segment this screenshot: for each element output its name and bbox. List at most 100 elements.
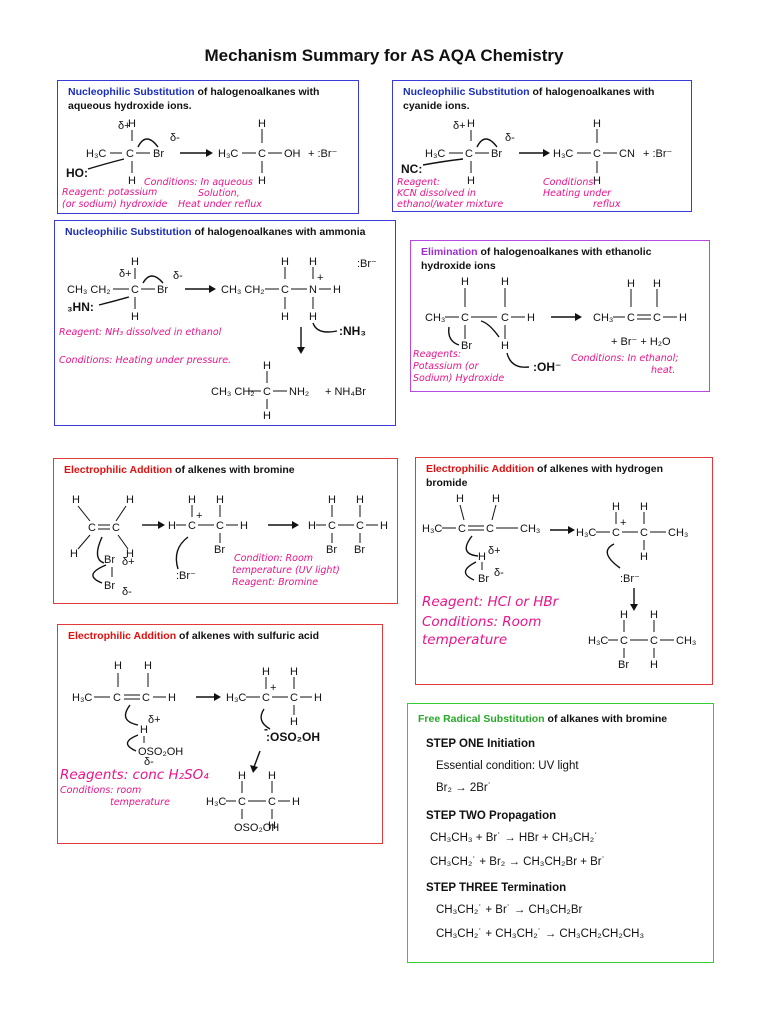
svg-text:C: C xyxy=(593,148,601,160)
svg-text:heat.: heat. xyxy=(651,365,675,376)
svg-text:+ NH₄Br: + NH₄Br xyxy=(325,386,366,398)
svg-text:H: H xyxy=(168,520,176,532)
svg-text:Reagent: HCl or HBr: Reagent: HCl or HBr xyxy=(422,594,560,610)
svg-text:Conditions: room: Conditions: room xyxy=(60,785,141,796)
svg-text:CH₃: CH₃ xyxy=(676,635,696,647)
svg-text:H₃C: H₃C xyxy=(553,148,573,160)
svg-text:H: H xyxy=(290,666,298,678)
box-title: Nucleophilic Substitution of halogenoalk… xyxy=(403,86,655,112)
svg-text:H: H xyxy=(314,692,322,704)
svg-text:Reagent: NH₃ dissolved in etha: Reagent: NH₃ dissolved in ethanol xyxy=(59,327,222,338)
svg-text:Reagent: Bromine: Reagent: Bromine xyxy=(232,577,318,588)
svg-text:C: C xyxy=(627,312,635,324)
svg-text:+: + xyxy=(317,272,323,284)
svg-text:+: + xyxy=(620,517,626,529)
box-title: Free Radical Substitution of alkanes wit… xyxy=(418,713,668,725)
svg-text:C: C xyxy=(640,527,648,539)
svg-text:δ-: δ- xyxy=(122,586,132,598)
mechanism-diagram: δ+ δ- H H₃C C Br H NC: H₃C C H H CN + :B… xyxy=(397,118,673,210)
svg-text:H: H xyxy=(72,494,80,506)
svg-text:C: C xyxy=(501,312,509,324)
svg-text:H: H xyxy=(114,660,122,672)
svg-text:Solution,: Solution, xyxy=(198,188,240,199)
svg-text:N: N xyxy=(309,284,317,296)
svg-text:H: H xyxy=(309,256,317,268)
svg-text:H: H xyxy=(501,276,509,288)
svg-text:δ-: δ- xyxy=(505,132,515,144)
page-title: Mechanism Summary for AS AQA Chemistry xyxy=(204,46,564,65)
svg-text:₃HN:: ₃HN: xyxy=(67,300,94,314)
svg-text:H: H xyxy=(126,548,134,560)
mechanism-diagram: δ+ δ- H H₃C C Br H HO: H₃C C H H OH + :B… xyxy=(62,118,338,210)
svg-text:-: - xyxy=(264,722,268,736)
svg-text:temperature: temperature xyxy=(422,632,507,648)
svg-text:CH₃ CH₂: CH₃ CH₂ xyxy=(67,284,111,296)
svg-text:H: H xyxy=(612,501,620,513)
svg-text:Sodium) Hydroxide: Sodium) Hydroxide xyxy=(413,373,504,384)
svg-text:C: C xyxy=(356,520,364,532)
svg-text:ethanol/water mixture: ethanol/water mixture xyxy=(397,199,503,210)
svg-text:H: H xyxy=(216,494,224,506)
svg-text:Br: Br xyxy=(157,284,168,296)
svg-text:C: C xyxy=(126,148,134,160)
svg-text:H₃C: H₃C xyxy=(576,527,596,539)
svg-text:Reagent: potassium: Reagent: potassium xyxy=(62,187,157,198)
box-addition-sulfuric-acid: Electrophilic Addition of alkenes with s… xyxy=(57,624,383,844)
svg-text:OSO₂OH: OSO₂OH xyxy=(138,746,183,758)
svg-text:H₃C: H₃C xyxy=(425,148,445,160)
step-two-heading: STEP TWO Propagation xyxy=(426,810,557,822)
termination-equation-1: CH₃CH₂˙ + Br˙ → CH₃CH₂Br xyxy=(436,904,583,916)
svg-text:H₃C: H₃C xyxy=(206,796,226,808)
box-title: Nucleophilic Substitution of halogenoalk… xyxy=(68,86,320,112)
svg-text:H: H xyxy=(292,796,300,808)
svg-text:H: H xyxy=(467,175,475,187)
svg-text:C: C xyxy=(188,520,196,532)
svg-text:Conditions: Room: Conditions: Room xyxy=(422,614,541,630)
svg-text:Reagent:: Reagent: xyxy=(397,177,440,188)
svg-text:OSO₂OH: OSO₂OH xyxy=(234,822,279,834)
box-substitution-ammonia: Nucleophilic Substitution of halogenoalk… xyxy=(54,220,396,426)
svg-text:H: H xyxy=(238,770,246,782)
svg-text:Reagents:: Reagents: xyxy=(413,349,461,360)
svg-text:H: H xyxy=(281,256,289,268)
mechanism-diagram: δ+ δ- H CH₃ CH₂ C Br H ₃HN: CH₃ CH₂ C H … xyxy=(59,256,377,422)
svg-text:H: H xyxy=(262,666,270,678)
svg-text:C: C xyxy=(112,522,120,534)
box-addition-bromine: Electrophilic Addition of alkenes with b… xyxy=(53,458,398,604)
svg-text:C: C xyxy=(216,520,224,532)
svg-text:CH₃: CH₃ xyxy=(593,312,613,324)
svg-text:H: H xyxy=(593,175,601,187)
svg-text:C: C xyxy=(612,527,620,539)
svg-text:C: C xyxy=(461,312,469,324)
svg-text:δ+: δ+ xyxy=(148,714,161,726)
svg-text:C: C xyxy=(131,284,139,296)
svg-text:H: H xyxy=(620,609,628,621)
svg-text:H: H xyxy=(593,118,601,130)
svg-text:NH₂: NH₂ xyxy=(289,386,309,398)
svg-text:temperature (UV light): temperature (UV light) xyxy=(232,565,340,576)
svg-text:Conditions:: Conditions: xyxy=(543,177,596,188)
step-one-heading: STEP ONE Initiation xyxy=(426,738,536,750)
svg-text:H: H xyxy=(268,770,276,782)
box-title: Electrophilic Addition of alkenes with h… xyxy=(426,463,664,489)
svg-text:δ-: δ- xyxy=(170,132,180,144)
svg-text:Heat under reflux: Heat under reflux xyxy=(178,199,262,210)
svg-text:δ+: δ+ xyxy=(122,556,135,568)
svg-text:C: C xyxy=(486,523,494,535)
svg-text:H: H xyxy=(492,493,500,505)
svg-text:Br: Br xyxy=(354,544,365,556)
svg-text:OH: OH xyxy=(284,148,301,160)
svg-text:δ+: δ+ xyxy=(119,268,132,280)
svg-text:H: H xyxy=(650,659,658,671)
svg-text:H₃C: H₃C xyxy=(226,692,246,704)
svg-text:H: H xyxy=(640,501,648,513)
svg-text:H₃C: H₃C xyxy=(588,635,608,647)
box-title: Elimination of halogenoalkanes with etha… xyxy=(421,246,652,272)
svg-text:H: H xyxy=(309,311,317,323)
svg-text:H: H xyxy=(467,118,475,130)
svg-text:δ+: δ+ xyxy=(453,120,466,132)
svg-text:C: C xyxy=(258,148,266,160)
svg-text::Br⁻: :Br⁻ xyxy=(620,573,640,585)
svg-text:H: H xyxy=(263,410,271,422)
svg-text:H: H xyxy=(188,494,196,506)
